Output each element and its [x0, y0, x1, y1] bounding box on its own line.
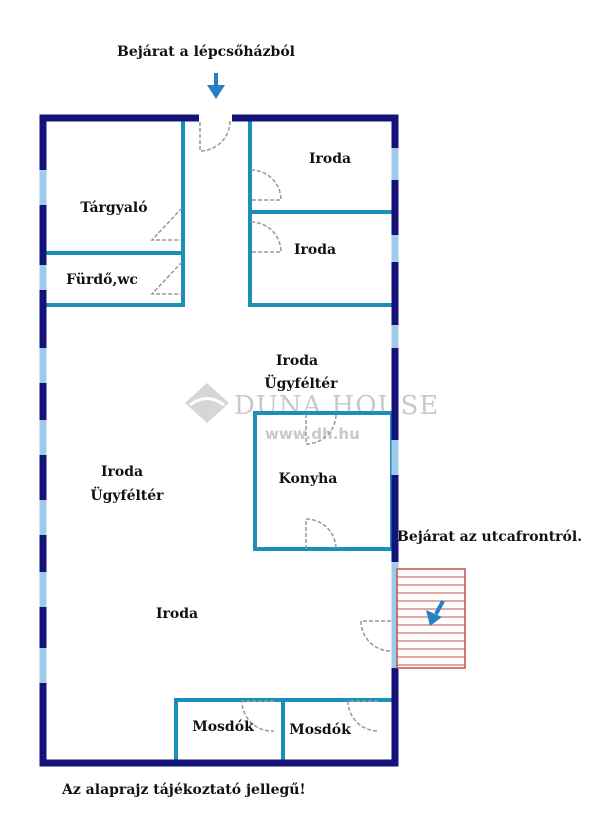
door-street: [360, 620, 392, 652]
windows: [39, 148, 399, 683]
title-stair-entrance: Bejárat a lépcsőházból: [117, 44, 295, 60]
room-label-mosdok-1: Mosdók: [192, 719, 254, 735]
room-label-iroda-bottom: Iroda: [156, 606, 198, 622]
door-targyalo: [150, 207, 183, 241]
door-konyha-top: [305, 413, 337, 445]
street-entrance-arrow-icon: [426, 600, 445, 626]
door-stair-entrance: [199, 120, 231, 152]
room-label-targyalo: Tárgyaló: [80, 200, 147, 216]
door-iroda-top: [250, 169, 282, 201]
room-label-iroda-left: Iroda: [101, 464, 143, 480]
doors: [150, 120, 392, 732]
door-mosdok-1: [241, 700, 275, 732]
street-entrance-label: Bejárat az utcafrontról.: [397, 529, 582, 545]
room-label-ugyfelter-center: Ügyféltér: [264, 373, 338, 392]
room-label-konyha: Konyha: [279, 471, 338, 487]
outer-walls: [39, 114, 399, 767]
door-mosdok-2: [347, 700, 379, 732]
room-label-iroda-mid: Iroda: [294, 242, 336, 258]
door-konyha-bottom: [305, 518, 337, 550]
watermark-logo-icon: [185, 383, 229, 423]
door-iroda-mid: [250, 221, 282, 253]
door-furdo: [150, 261, 183, 295]
room-label-iroda-center: Iroda: [276, 353, 318, 369]
room-label-iroda-top: Iroda: [309, 151, 351, 167]
footer-note: Az alaprajz tájékoztató jellegű!: [61, 782, 306, 798]
room-label-furdo: Fürdő,wc: [66, 272, 138, 288]
room-label-mosdok-2: Mosdók: [289, 722, 351, 738]
room-label-ugyfelter-left: Ügyféltér: [90, 485, 164, 504]
entrance-arrow-icon: [207, 73, 225, 99]
watermark-url: www.dh.hu: [265, 425, 360, 443]
